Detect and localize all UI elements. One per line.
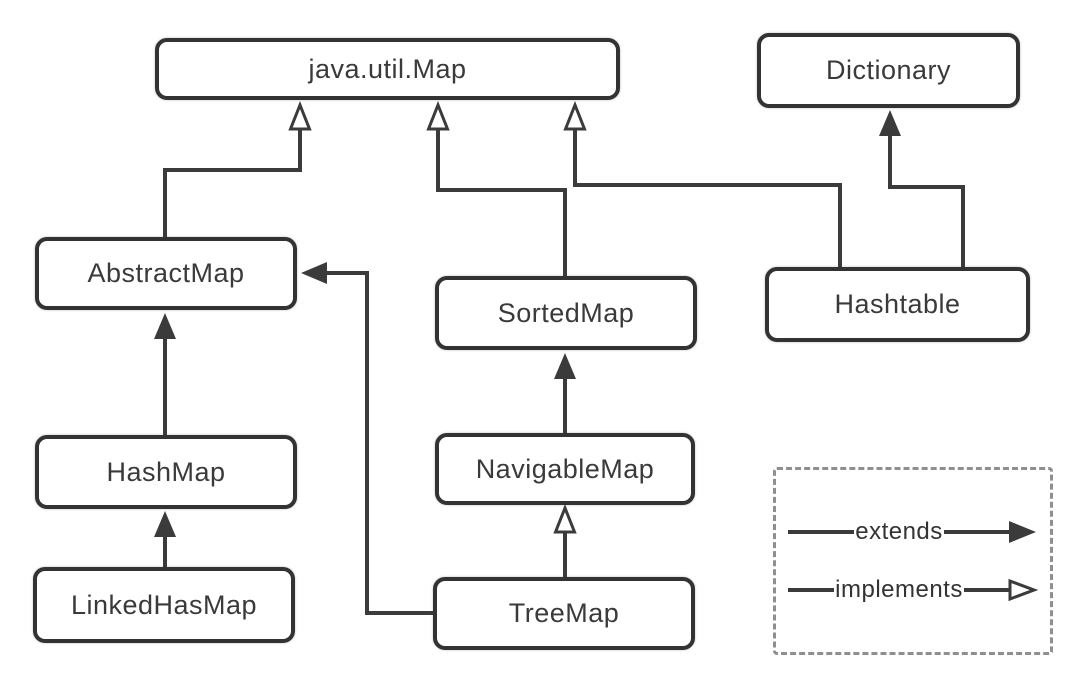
legend-line (943, 530, 1010, 534)
node-abstractmap: AbstractMap (35, 237, 297, 310)
edge-treemap-extends-abstractmap (301, 262, 433, 615)
node-hashmap: HashMap (35, 435, 297, 509)
legend-row-implements: implements (788, 576, 1038, 604)
legend-line (788, 530, 855, 534)
solid-arrow-icon (1009, 521, 1036, 543)
edge-hashtable-extends-dictionary (879, 110, 965, 269)
edge-abstractmap-implements-map (163, 129, 300, 239)
edge-sortedmap-implements-map (438, 129, 567, 278)
node-hashtable: Hashtable (765, 267, 1030, 342)
legend-extends-label: extends (855, 518, 943, 545)
node-linkedhasmap: LinkedHasMap (33, 567, 295, 643)
legend-row-extends: extends (788, 518, 1038, 546)
node-treemap: TreeMap (433, 577, 695, 650)
legend-line (963, 588, 1010, 592)
edge-hashtable-implements-map (575, 129, 842, 269)
hollow-arrow-icon (1008, 578, 1038, 602)
legend-implements-label: implements (835, 576, 963, 603)
node-sortedmap: SortedMap (435, 276, 697, 350)
node-navigablemap: NavigableMap (435, 433, 695, 505)
legend-line (788, 588, 835, 592)
node-dictionary: Dictionary (757, 33, 1020, 108)
legend-box: extends implements (773, 467, 1053, 655)
node-java-util-map: java.util.Map (155, 38, 620, 100)
